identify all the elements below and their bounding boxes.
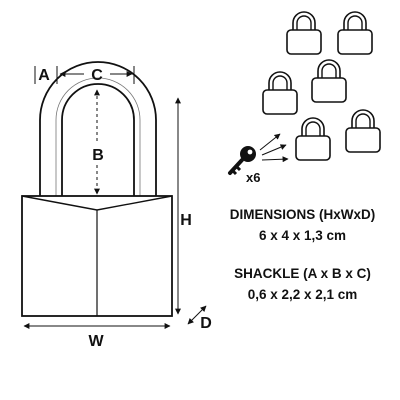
dimension-d: D xyxy=(187,305,212,332)
label-w: W xyxy=(88,333,104,350)
dimensions-heading: DIMENSIONS (HxWxD) xyxy=(229,207,376,222)
padlock-shackle xyxy=(39,61,157,196)
padlock-body xyxy=(21,195,173,317)
dimension-a: A xyxy=(34,66,58,84)
label-c: C xyxy=(91,67,103,84)
dimension-c: C xyxy=(59,66,135,84)
padlock-icon xyxy=(345,109,381,153)
shackle-heading: SHACKLE (A x B x C) xyxy=(234,266,371,281)
dimension-b: B xyxy=(92,89,104,195)
key-count: x6 xyxy=(246,170,260,185)
key-icon xyxy=(228,146,256,176)
dimension-w: W xyxy=(23,323,171,350)
label-h: H xyxy=(180,212,192,229)
label-d: D xyxy=(200,315,212,332)
label-a: A xyxy=(38,67,50,84)
padlock-icon xyxy=(337,11,373,55)
padlock-set xyxy=(262,11,381,161)
shackle-value: 0,6 x 2,2 x 2,1 cm xyxy=(247,287,358,302)
label-b: B xyxy=(92,147,104,164)
padlock-icon xyxy=(311,59,347,103)
dimensions-value: 6 x 4 x 1,3 cm xyxy=(258,228,347,243)
padlock-icon xyxy=(286,11,322,55)
key-arrows xyxy=(259,133,289,163)
padlock-icon xyxy=(262,71,298,115)
dimension-h: H xyxy=(175,97,192,315)
padlock-icon xyxy=(295,117,331,161)
